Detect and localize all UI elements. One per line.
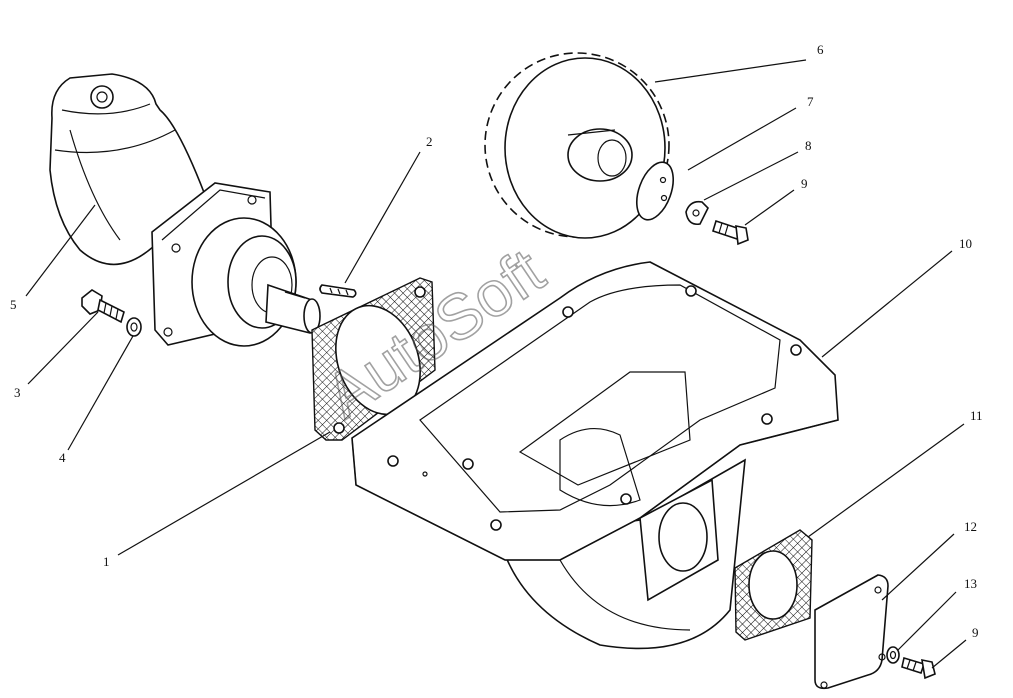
- callout-12: 12: [964, 519, 977, 534]
- cover-plate-part: [814, 574, 889, 690]
- leader-line-6: [654, 59, 807, 83]
- lock-washer-part: [126, 317, 142, 337]
- leader-line-3: [27, 311, 99, 385]
- leader-line-10: [821, 250, 953, 358]
- sprocket-part: [484, 52, 670, 239]
- sprocket-bolt-part: [712, 219, 749, 246]
- callout-6: 6: [817, 42, 824, 57]
- leader-lines: [25, 59, 967, 669]
- callout-2: 2: [426, 134, 433, 149]
- callout-3: 3: [14, 385, 21, 400]
- key-part: [319, 284, 357, 298]
- callout-8: 8: [805, 138, 812, 153]
- callout-1: 1: [103, 554, 110, 569]
- leader-line-2: [344, 151, 421, 284]
- motor-gasket-part: [311, 277, 436, 441]
- leader-line-1: [117, 431, 331, 556]
- cover-washer-part: [886, 646, 900, 664]
- callout-9-lower: 9: [972, 625, 979, 640]
- leader-line-9b: [931, 639, 967, 669]
- cover-bolt-part: [901, 656, 936, 680]
- hydraulic-motor-part: [49, 73, 321, 347]
- gearbox-housing-part: [351, 261, 839, 650]
- leader-line-11: [807, 423, 965, 538]
- callout-13: 13: [964, 576, 977, 591]
- callout-10: 10: [959, 236, 972, 251]
- leader-line-8: [703, 151, 799, 201]
- leader-line-4: [67, 335, 134, 451]
- callout-9-upper: 9: [801, 176, 808, 191]
- leader-line-7: [687, 107, 797, 171]
- leader-line-9a: [744, 189, 795, 226]
- retaining-plate-part: [635, 161, 675, 221]
- leader-line-12: [881, 533, 955, 601]
- leader-line-13: [897, 591, 957, 651]
- callout-labels: 1 2 3 4 5 6 7 8 9 10 11 12 13 9: [10, 42, 983, 640]
- callout-11: 11: [970, 408, 983, 423]
- tab-washer-part: [685, 200, 709, 226]
- callout-4: 4: [59, 450, 66, 465]
- callout-5: 5: [10, 297, 17, 312]
- callout-7: 7: [807, 94, 814, 109]
- leader-line-5: [25, 204, 96, 297]
- cover-gasket-part: [734, 529, 813, 641]
- bolt-part: [81, 289, 125, 324]
